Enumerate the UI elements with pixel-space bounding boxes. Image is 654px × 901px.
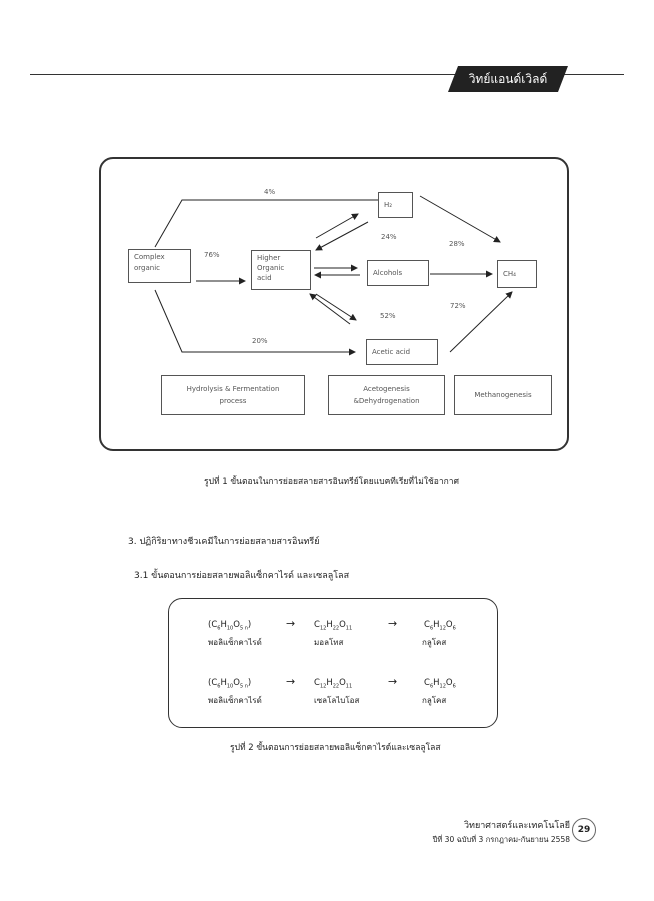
process-acetogenesis-line1: Acetogenesis (363, 385, 410, 393)
header-tab (448, 66, 568, 92)
figure1-frame (99, 157, 569, 451)
node-acetic-acid: Acetic acid (366, 339, 438, 365)
arrow-h2-acid (315, 221, 369, 251)
node-acid-line3: acid (257, 274, 272, 282)
compound-name-r1-c1: พอลิแซ็กคาไรด์ (208, 638, 262, 647)
compound-name-r2-c1: พอลิแซ็กคาไรด์ (208, 696, 262, 705)
footer-issue: ปีที่ 30 ฉบับที่ 3 กรกฎาคม-กันยายน 2558 (432, 835, 570, 844)
compound-name-r2-c3: กลูโคส (422, 696, 447, 705)
arrow-complex-top (154, 199, 412, 248)
figure2-caption: รูปที่ 2 ขั้นตอนการย่อยสลายพอลิแซ็กคาไรด… (230, 743, 441, 753)
process-acetogenesis: Acetogenesis &Dehydrogenation (328, 375, 445, 415)
process-acetogenesis-line2: &Dehydrogenation (353, 397, 420, 405)
arrow-acid-acetic (315, 293, 357, 321)
process-methanogenesis: Methanogenesis (454, 375, 552, 415)
footer-journal: วิทยาศาสตร์และเทคโนโลยี (463, 821, 570, 831)
reaction-arrow-r2-2: → (388, 675, 398, 688)
node-complex-organic-line1: Complex (134, 253, 165, 261)
pct-to-acid: 76% (204, 251, 220, 259)
section3-subheading: 3.1 ขั้นตอนการย่อยสลายพอลิแซ็กคาไรด์ และ… (134, 571, 350, 581)
node-complex-organic-line2: organic (134, 264, 161, 272)
header-rule (30, 74, 624, 75)
header-title: วิทย์แอนด์เวิลด์ (468, 72, 548, 86)
process-hydrolysis-line2: process (219, 397, 247, 405)
process-hydrolysis-line1: Hydrolysis & Fermentation (186, 385, 280, 393)
pct-top: 4% (264, 188, 276, 196)
arrow-complex-acetic (154, 289, 356, 356)
arrow-acetic-acid (309, 293, 351, 325)
pct-bottom: 20% (252, 337, 268, 345)
figure2-frame (168, 598, 498, 728)
formula-r1-c3: C6H12O6 (424, 620, 456, 632)
reaction-arrow-r1-1: → (286, 617, 296, 630)
formula-r1-c2: C12H22O11 (314, 620, 353, 632)
pct-acetic: 52% (380, 312, 396, 320)
node-alcohols: Alcohols (367, 260, 429, 286)
page-number-circle (572, 818, 596, 842)
pct-h2-ch4: 28% (449, 240, 465, 248)
formula-r1-c1: (C6H10O5 n) (208, 620, 252, 632)
node-acid-line1: Higher (257, 254, 281, 262)
figure1-caption: รูปที่ 1 ขั้นตอนในการย่อยสลายสารอินทรีย์… (204, 477, 459, 487)
node-ch4: CH₄ (497, 260, 537, 288)
arrow-acetic-ch4 (449, 291, 513, 353)
node-acid-line2: Organic (257, 264, 285, 272)
pct-h2: 24% (381, 233, 397, 241)
reaction-arrow-r2-1: → (286, 675, 296, 688)
arrow-acid-h2 (315, 213, 359, 239)
process-methanogenesis-line1: Methanogenesis (474, 391, 532, 399)
reaction-arrow-r1-2: → (388, 617, 398, 630)
compound-name-r2-c2: เซลโลไบโอส (314, 696, 360, 705)
compound-name-r1-c3: กลูโคส (422, 638, 447, 647)
node-h2: H₂ (378, 192, 413, 218)
compound-name-r1-c2: มอลโทส (314, 638, 344, 647)
formula-r2-c2: C12H22O11 (314, 678, 353, 690)
pct-acetic-ch4: 72% (450, 302, 466, 310)
node-higher-organic-acid: Higher Organic acid (251, 250, 311, 290)
process-hydrolysis: Hydrolysis & Fermentation process (161, 375, 305, 415)
section3-heading: 3. ปฏิกิริยาทางชีวเคมีในการย่อยสลายสารอิ… (128, 537, 320, 547)
node-complex-organic: Complex organic (128, 249, 191, 283)
formula-r2-c3: C6H12O6 (424, 678, 456, 690)
formula-r2-c1: (C6H10O5 n) (208, 678, 252, 690)
arrow-h2-ch4 (419, 195, 501, 243)
page-number: 29 (577, 825, 591, 835)
